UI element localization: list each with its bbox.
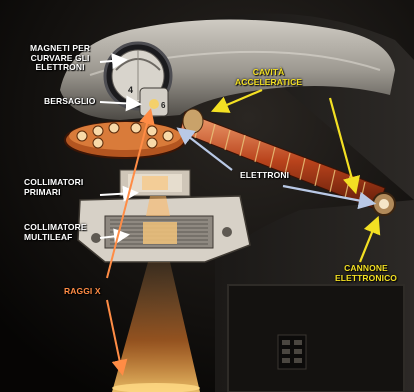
label-collimatore-multileaf: COLLIMATORE MULTILEAF [24,223,87,242]
label-elettroni: ELETTRONI [240,171,289,181]
electron-gun [373,193,395,215]
dial-number-4: 4 [128,85,133,95]
label-collimatori-primari: COLLIMATORI PRIMARI [24,178,83,197]
label-cannone: CANNONE ELETTRONICO [335,264,397,283]
carousel-plate [65,122,185,158]
target-head: 6 [140,88,168,116]
gantry-panel [228,285,404,392]
label-raggi-x: RAGGI X [64,287,101,297]
primary-collimator [120,170,190,196]
label-bersaglio: BERSAGLIO [44,97,95,107]
dial-number-6: 6 [161,101,166,110]
label-magneti: MAGNETI PER CURVARE GLI ELETTRONI [30,44,90,73]
label-cavita: CAVITÀ ACCELERATICE [235,68,302,87]
